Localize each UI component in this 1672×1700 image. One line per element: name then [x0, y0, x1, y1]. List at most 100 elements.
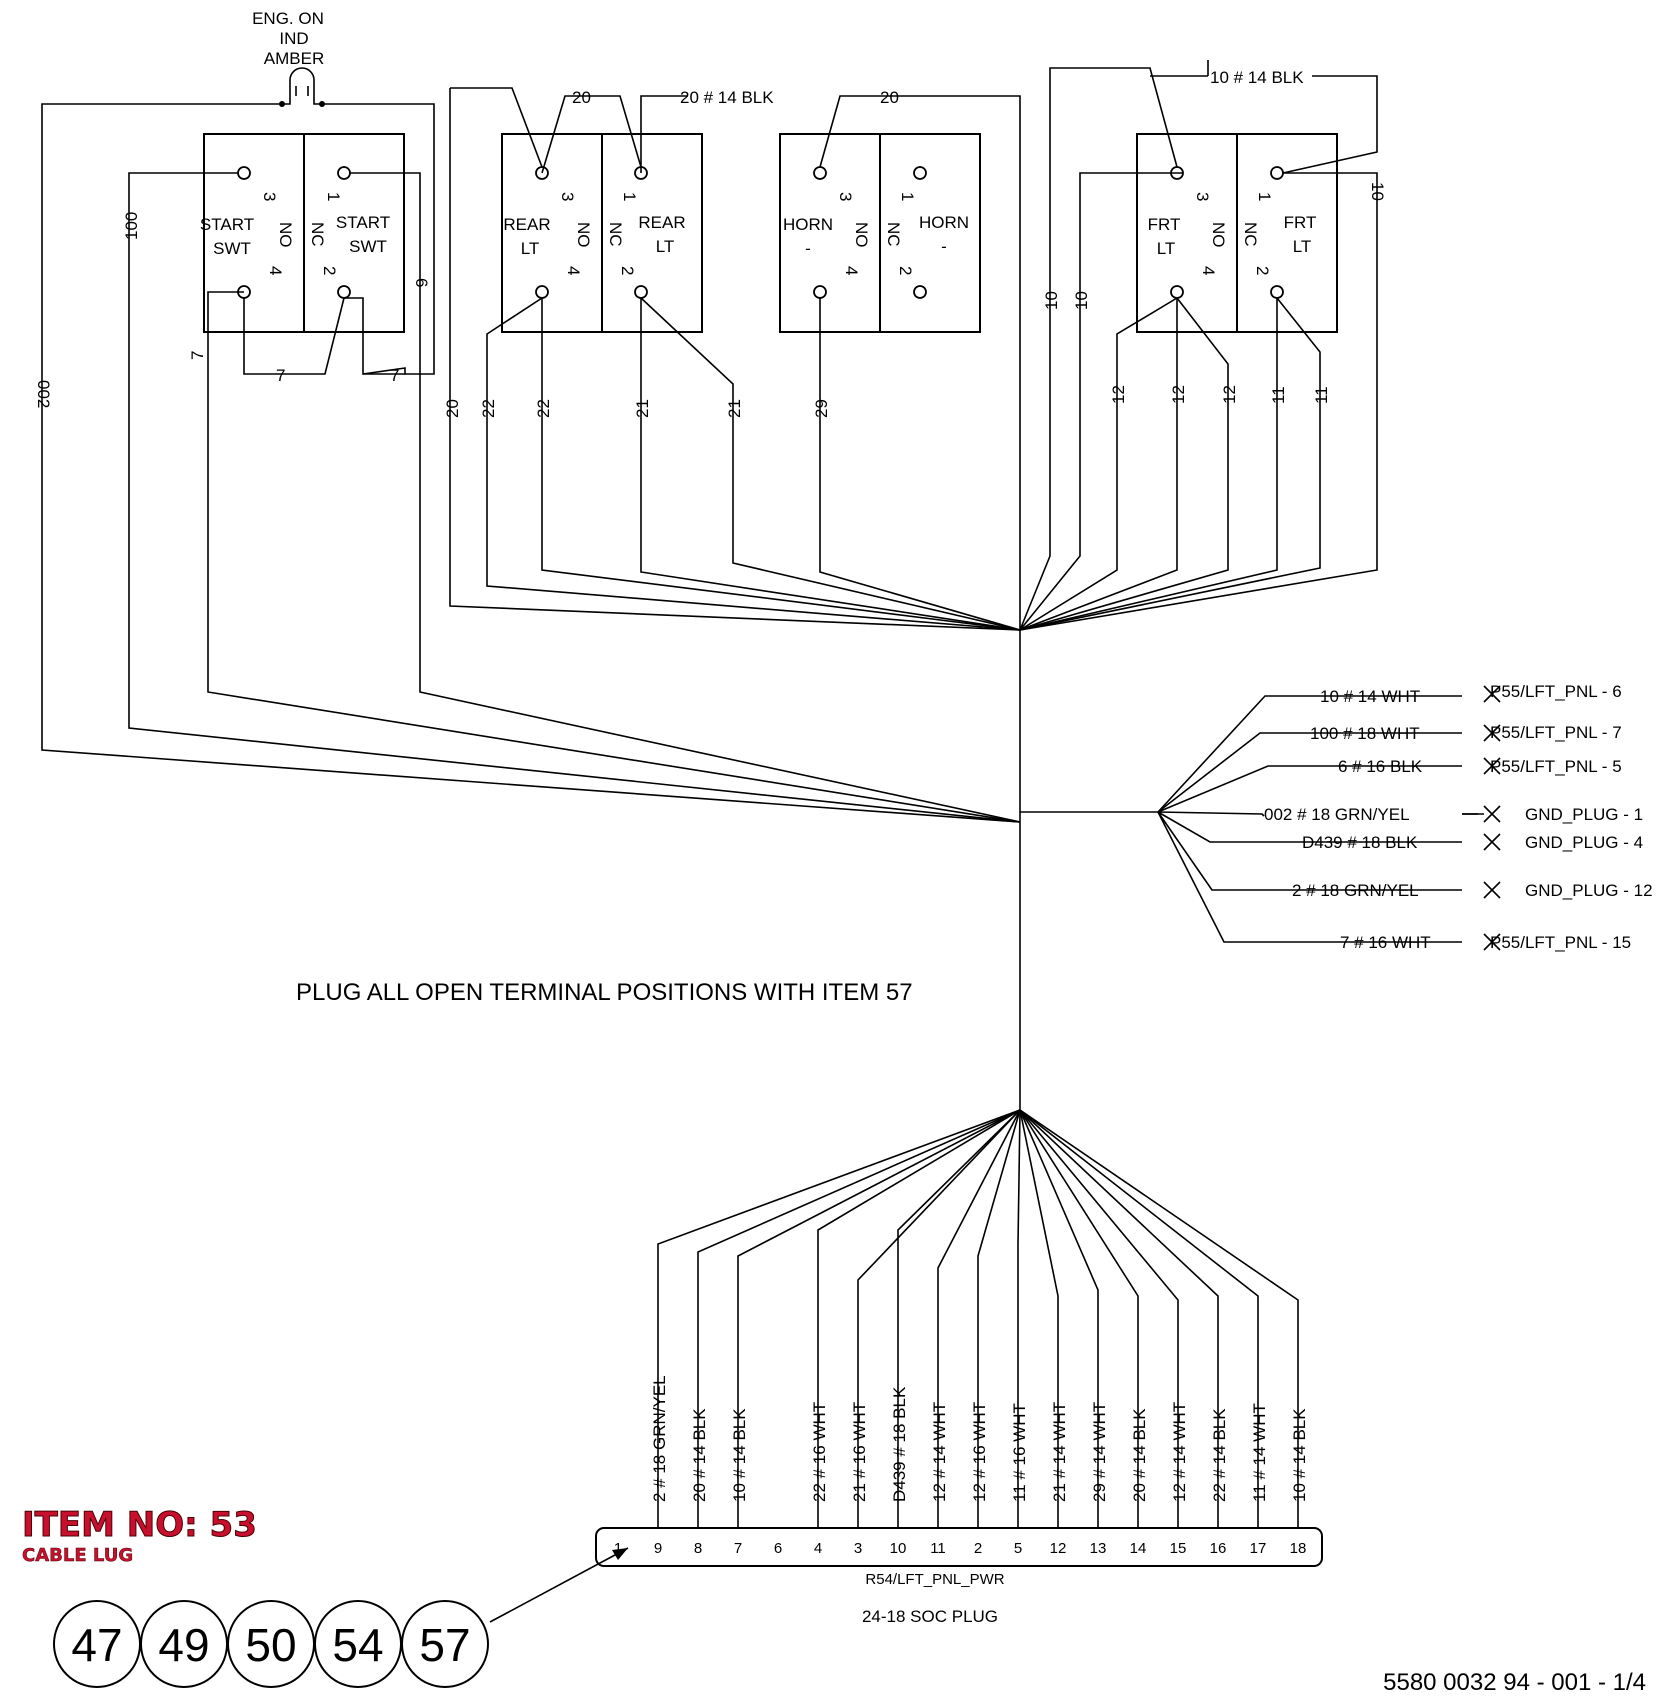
plug-wire [1019, 1109, 1099, 1510]
svg-text:NC: NC [1241, 222, 1260, 247]
connector-pin: 14 [1130, 1540, 1147, 1557]
svg-text:22: 22 [534, 399, 553, 418]
svg-text:LT: LT [1293, 237, 1312, 256]
item-bubble-number: 47 [71, 1619, 122, 1671]
item-bubble [401, 1600, 489, 1688]
svg-text:START: START [200, 215, 254, 234]
branch-row-5: D439 # 18 BLK GND_PLUG - 4 [1302, 833, 1643, 852]
plug-wire [857, 1109, 1021, 1510]
plug-wire-label: 21 # 16 WHT [850, 1402, 869, 1502]
svg-text:11: 11 [1269, 386, 1288, 404]
connector-body [595, 1527, 1323, 1567]
svg-text:SWT: SWT [213, 239, 251, 258]
svg-text:20: 20 [880, 88, 899, 107]
svg-text:REAR: REAR [638, 213, 685, 232]
branch-labels: 10 # 14 WHT P55/LFT_PNL - 6 100 # 18 WHT… [1264, 682, 1653, 952]
connector-pin: 2 [974, 1540, 982, 1557]
svg-text:LT: LT [1157, 239, 1176, 258]
svg-text:4: 4 [1199, 266, 1218, 275]
rear-light-switch: REAR LT REAR LT 3 1 4 2 NO NC [501, 133, 703, 333]
svg-text:3: 3 [836, 192, 855, 201]
connector-pin: 5 [1014, 1540, 1022, 1557]
svg-text:P55/LFT_PNL - 6: P55/LFT_PNL - 6 [1490, 682, 1622, 701]
svg-text:1: 1 [898, 192, 917, 201]
svg-text:2: 2 [896, 266, 915, 275]
plug-wire [897, 1109, 1021, 1510]
plug-wire [1019, 1109, 1059, 1510]
svg-text:GND_PLUG - 12: GND_PLUG - 12 [1525, 881, 1653, 900]
svg-text:LT: LT [521, 239, 540, 258]
connector-pin: 12 [1050, 1540, 1067, 1557]
svg-text:7: 7 [188, 351, 207, 360]
svg-text:20 # 14 BLK: 20 # 14 BLK [680, 88, 774, 107]
plug-wire-label: 10 # 14 BLK [1290, 1408, 1309, 1502]
svg-text:1: 1 [324, 192, 343, 201]
svg-text:1: 1 [620, 192, 639, 201]
front-light-switch: FRT LT FRT LT 3 1 4 2 NO NC [1136, 133, 1338, 333]
branch-row-1: 10 # 14 WHT P55/LFT_PNL - 6 [1320, 682, 1622, 706]
svg-text:3: 3 [558, 192, 577, 201]
svg-text:2 # 18 GRN/YEL: 2 # 18 GRN/YEL [1292, 881, 1419, 900]
connector-type: 24-18 SOC PLUG [862, 1607, 998, 1626]
plug-wire [1019, 1109, 1259, 1510]
connector-pin: 9 [654, 1540, 662, 1557]
top-wire-labels: 20 20 # 14 BLK 20 10 # 14 BLK 100 002 7 … [34, 68, 1387, 418]
svg-text:10: 10 [1368, 182, 1387, 201]
plug-wire-label: 12 # 14 WHT [930, 1402, 949, 1502]
connector-name: R54/LFT_PNL_PWR [865, 1571, 1004, 1588]
plug-wire [1019, 1109, 1299, 1510]
svg-text:HORN: HORN [919, 213, 969, 232]
plug-wire [937, 1109, 1021, 1510]
svg-text:NC: NC [884, 222, 903, 247]
svg-text:4: 4 [842, 266, 861, 275]
connector-pin: 4 [814, 1540, 822, 1557]
svg-text:HORN: HORN [783, 215, 833, 234]
horn-switch: HORN - HORN - 3 1 4 2 NO NC [779, 133, 981, 333]
item-bubble-number: 50 [245, 1619, 296, 1671]
leader-arrow [489, 1547, 629, 1623]
plug-wire [737, 1109, 1021, 1510]
connector-pin: 18 [1290, 1540, 1307, 1557]
connector-pin: 13 [1090, 1540, 1107, 1557]
indicator-label-2: IND [279, 29, 308, 48]
plug-wire [817, 1109, 1021, 1510]
indicator-lamp: ENG. ON IND AMBER [252, 9, 325, 107]
plug-wire-label: 11 # 16 WHT [1010, 1403, 1029, 1502]
plug-wire [697, 1109, 1021, 1510]
svg-text:NC: NC [606, 222, 625, 247]
plug-wiring [657, 1109, 1299, 1528]
svg-text:29: 29 [812, 399, 831, 418]
plug-wire-label: 11 # 14 WHT [1250, 1403, 1269, 1502]
svg-text:2: 2 [1253, 266, 1272, 275]
svg-text:REAR: REAR [503, 215, 550, 234]
start-switch: START SWT START SWT 3 1 4 2 NO NC [200, 133, 405, 333]
branch-row-4: 002 # 18 GRN/YEL GND_PLUG - 1 [1264, 805, 1643, 824]
assembly-note: PLUG ALL OPEN TERMINAL POSITIONS WITH IT… [296, 979, 913, 1006]
branch-row-2: 100 # 18 WHT P55/LFT_PNL - 7 [1310, 723, 1622, 743]
svg-text:21: 21 [633, 399, 652, 418]
svg-text:100 # 18 WHT: 100 # 18 WHT [1310, 724, 1420, 743]
svg-text:20: 20 [443, 399, 462, 418]
plug-wire [1019, 1109, 1139, 1510]
svg-text:START: START [336, 213, 390, 232]
svg-text:10: 10 [1072, 291, 1091, 310]
document-number: 5580 0032 94 - 001 - 1/4 [1383, 1669, 1646, 1696]
connector-pin: 11 [930, 1540, 946, 1557]
indicator-label-3: AMBER [264, 49, 324, 68]
branch-wiring [1157, 695, 1478, 943]
svg-text:D439 # 18 BLK: D439 # 18 BLK [1302, 833, 1418, 852]
svg-text:2: 2 [320, 266, 339, 275]
svg-text:10 # 14 BLK: 10 # 14 BLK [1210, 68, 1304, 87]
connector-pin: 17 [1250, 1540, 1267, 1557]
plug-wire-label: 22 # 14 BLK [1210, 1408, 1229, 1502]
plug-wire-label: 20 # 14 BLK [1130, 1408, 1149, 1502]
connector-pin: 8 [694, 1540, 702, 1557]
svg-text:P55/LFT_PNL - 7: P55/LFT_PNL - 7 [1490, 723, 1622, 742]
svg-text:12: 12 [1169, 385, 1188, 404]
plug-wire [1019, 1109, 1219, 1510]
svg-text:10 # 14 WHT: 10 # 14 WHT [1320, 687, 1420, 706]
